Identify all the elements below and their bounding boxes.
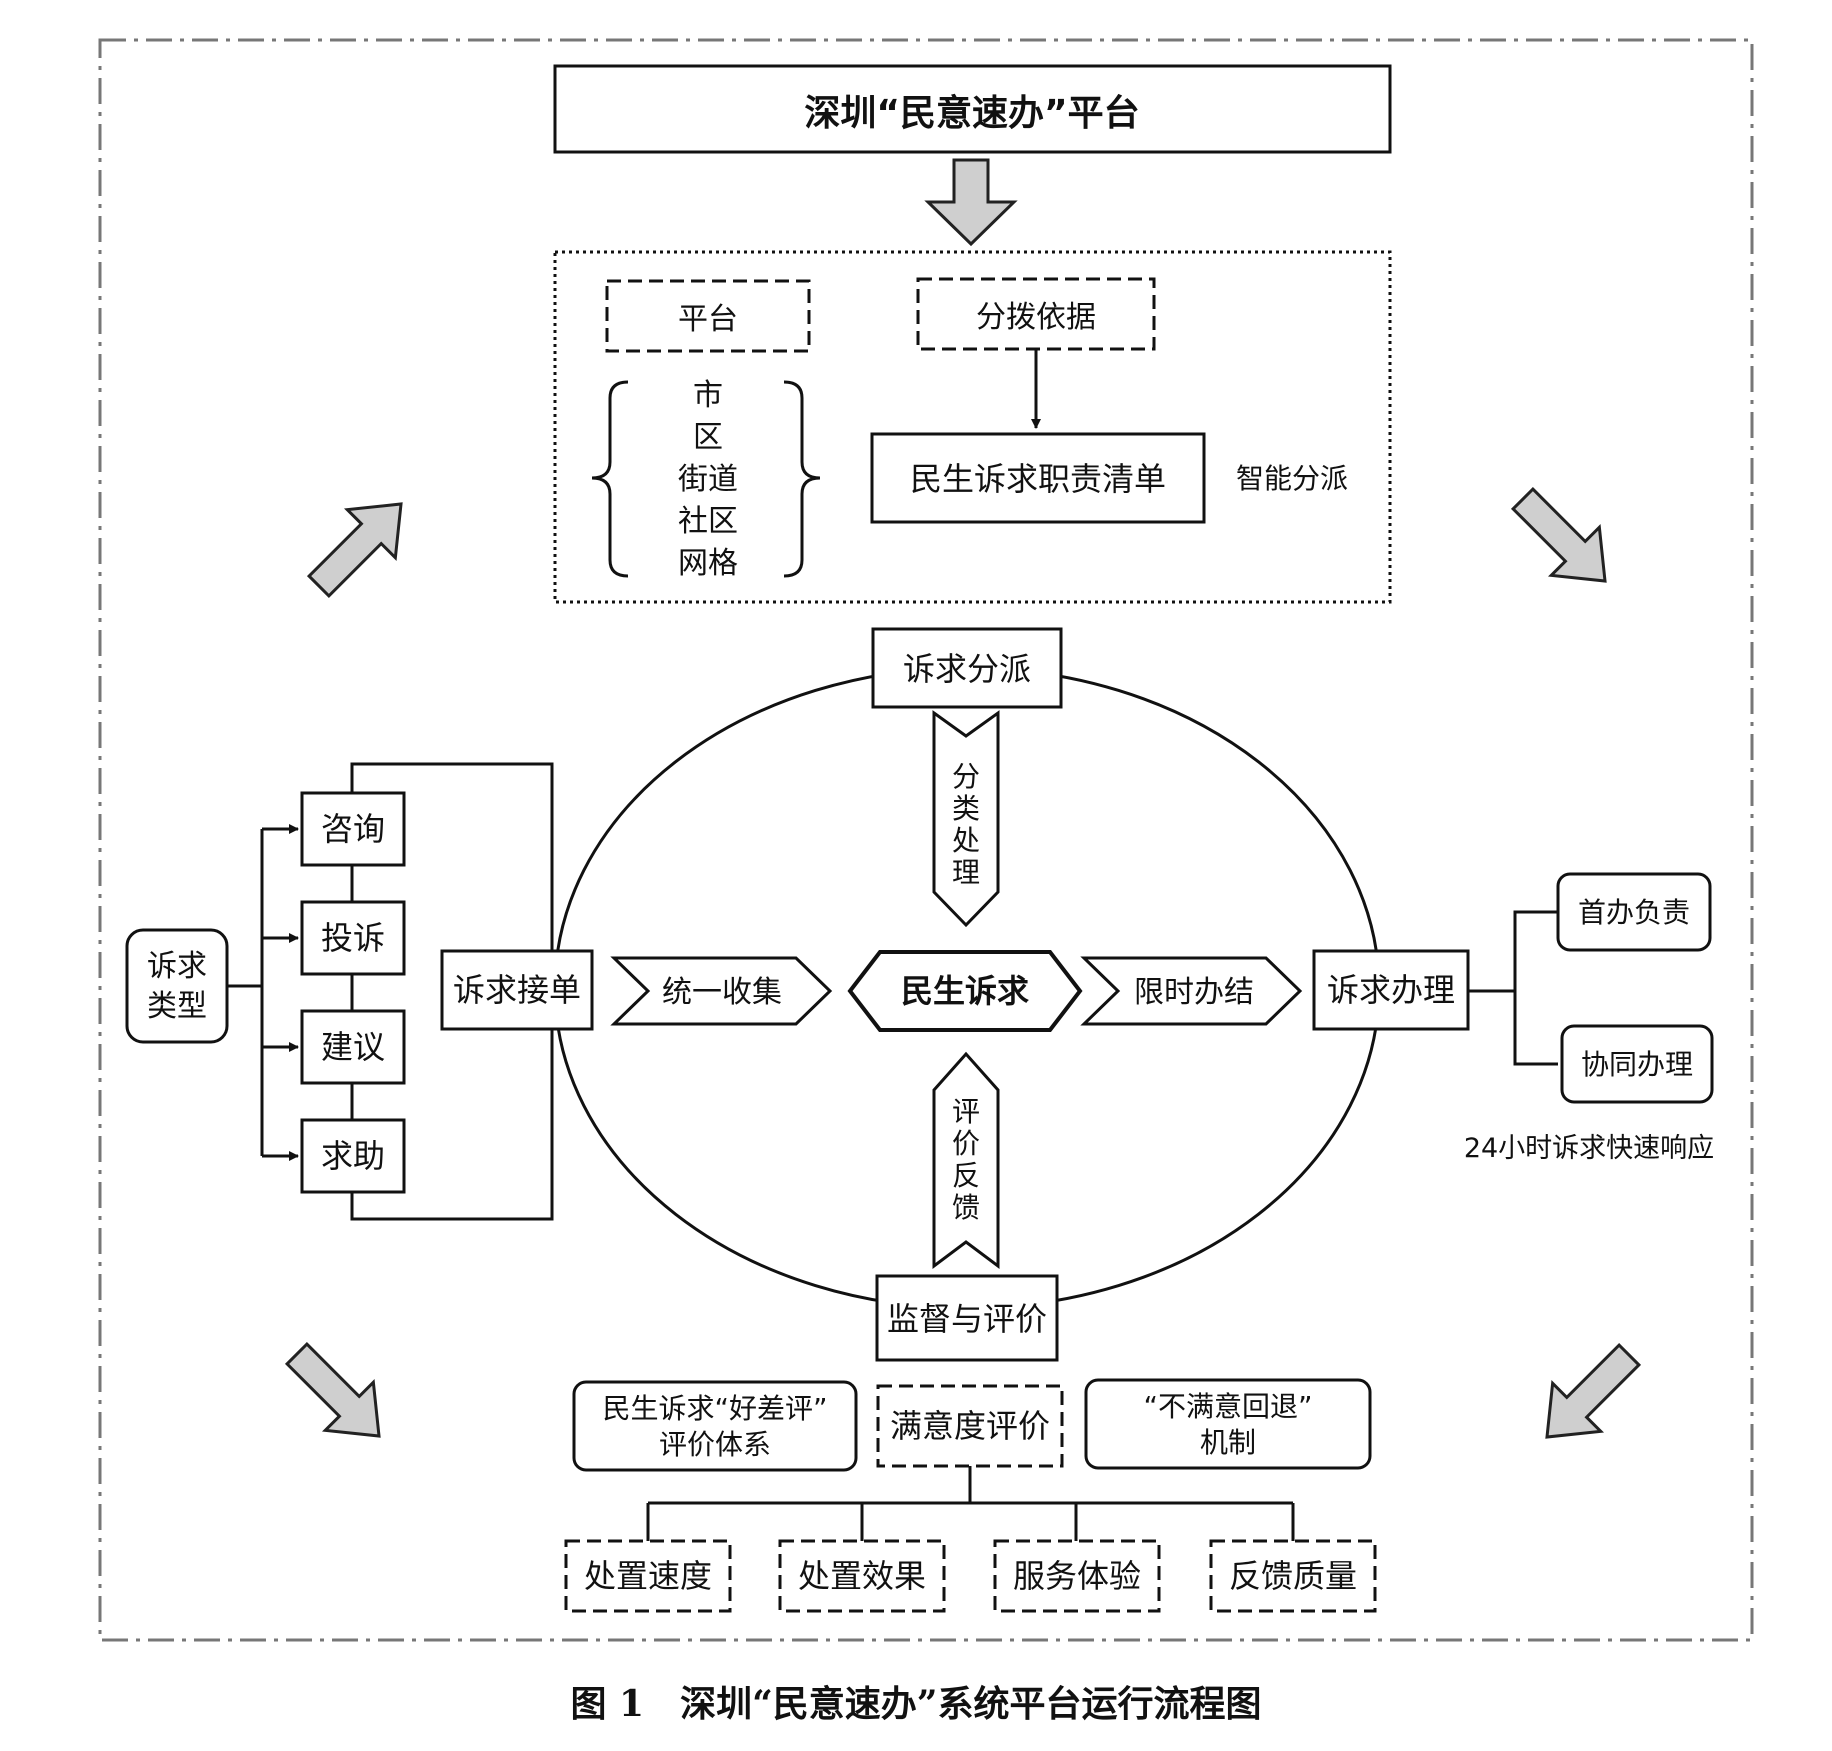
criteria-speed-label: 处置速度: [584, 1557, 712, 1595]
criteria-speed-box: 处置速度: [564, 1539, 732, 1613]
arrow-down-right-lower-icon: [284, 1341, 381, 1438]
first-responsible-box: 首办负责: [1556, 872, 1712, 952]
request-type-line2: 类型: [147, 989, 207, 1024]
satisfaction-box: 满意度评价: [876, 1384, 1064, 1468]
criteria-connectors: [646, 1466, 1295, 1541]
platform-title-box: 深圳“民意速办”平台: [553, 64, 1392, 154]
collect-chevron: 统一收集: [610, 956, 833, 1026]
dispatch-area: [553, 250, 1392, 604]
supervise-box: 监督与评价: [875, 1274, 1059, 1362]
dispatch-label: 诉求分派: [903, 650, 1031, 688]
request-type-line1: 诉求: [147, 949, 207, 984]
criteria-feedback-label: 反馈质量: [1229, 1557, 1357, 1595]
quick-response-note: 24小时诉求快速响应: [1464, 1133, 1714, 1164]
criteria-feedback-box: 反馈质量: [1209, 1539, 1377, 1613]
type-complaint-label: 投诉: [321, 919, 385, 957]
handle-label: 诉求办理: [1327, 971, 1455, 1009]
criteria-experience-label: 服务体验: [1013, 1557, 1141, 1595]
type-consult-box: 咨询: [300, 791, 406, 867]
level-district: 区: [693, 420, 723, 455]
outer-frame: [98, 38, 1754, 1642]
duty-list-box: 民生诉求职责清单: [870, 432, 1206, 524]
left-brace-icon: [591, 380, 629, 578]
type-consult-label: 咨询: [321, 810, 385, 848]
classify-char-1: 分: [952, 760, 980, 793]
platform-title: 深圳“民意速办”平台: [804, 93, 1139, 134]
basis-label: 分拨依据: [976, 300, 1096, 335]
center-label: 民生诉求: [901, 972, 1029, 1010]
feedback-char-2: 价: [952, 1127, 980, 1160]
first-responsible-label: 首办负责: [1578, 896, 1690, 929]
level-community: 社区: [678, 504, 738, 539]
feedback-char-1: 评: [952, 1095, 980, 1128]
type-complaint-box: 投诉: [300, 900, 406, 976]
feedback-char-3: 反: [952, 1159, 980, 1192]
collaborative-box: 协同办理: [1560, 1024, 1714, 1104]
smart-dispatch-label: 智能分派: [1236, 462, 1348, 495]
classify-char-3: 处: [952, 824, 980, 857]
handle-connectors: [1468, 910, 1558, 1066]
rollback-mechanism-line1: “不满意回退”: [1143, 1390, 1312, 1423]
good-bad-review-box: 民生诉求“好差评” 评价体系: [572, 1380, 858, 1472]
classify-char-4: 理: [952, 856, 980, 889]
arrow-down-right-icon: [1510, 486, 1607, 583]
type-suggestion-label: 建议: [321, 1028, 385, 1066]
level-grid: 网格: [678, 546, 738, 581]
type-help-box: 求助: [300, 1118, 406, 1194]
level-street: 街道: [678, 462, 738, 497]
handle-box: 诉求办理: [1312, 949, 1470, 1031]
arrow-down-left-icon: [1545, 1342, 1642, 1439]
good-bad-review-line2: 评价体系: [659, 1428, 771, 1461]
criteria-effect-box: 处置效果: [778, 1539, 946, 1613]
satisfaction-label: 满意度评价: [890, 1407, 1050, 1445]
rollback-mechanism-line2: 机制: [1200, 1426, 1256, 1459]
dispatch-box: 诉求分派: [871, 627, 1063, 709]
type-help-label: 求助: [321, 1137, 385, 1175]
feedback-chevron: 评 价 反 馈: [932, 1051, 1000, 1269]
deadline-chevron: 限时办结: [1080, 956, 1303, 1026]
good-bad-review-line1: 民生诉求“好差评”: [602, 1392, 827, 1425]
duty-list-label: 民生诉求职责清单: [910, 460, 1166, 498]
supervise-label: 监督与评价: [887, 1300, 1047, 1338]
receive-label: 诉求接单: [453, 971, 581, 1009]
request-type-box: 诉求 类型: [125, 928, 229, 1044]
deadline-label: 限时办结: [1134, 975, 1254, 1010]
collaborative-label: 协同办理: [1581, 1048, 1693, 1081]
feedback-char-4: 馈: [952, 1191, 980, 1224]
figure-caption: 图 1 深圳“民意速办”系统平台运行流程图: [571, 1683, 1262, 1725]
center-hexagon: 民生诉求: [847, 950, 1083, 1032]
classify-char-2: 类: [952, 792, 980, 825]
level-city: 市: [693, 378, 723, 413]
platform-label-box: 平台: [605, 279, 811, 353]
arrow-up-right-icon: [306, 502, 403, 599]
down-arrow-icon: [924, 158, 1018, 247]
right-brace-icon: [783, 380, 821, 578]
basis-box: 分拨依据: [916, 277, 1156, 351]
criteria-effect-label: 处置效果: [798, 1557, 926, 1595]
rollback-mechanism-box: “不满意回退” 机制: [1084, 1378, 1372, 1470]
platform-levels: 市 区 街道 社区 网格: [678, 378, 738, 581]
receive-box: 诉求接单: [440, 949, 594, 1031]
type-suggestion-box: 建议: [300, 1009, 406, 1085]
platform-label: 平台: [678, 302, 738, 337]
criteria-experience-box: 服务体验: [993, 1539, 1161, 1613]
collect-label: 统一收集: [662, 975, 782, 1010]
classify-chevron: 分 类 处 理: [932, 710, 1000, 928]
